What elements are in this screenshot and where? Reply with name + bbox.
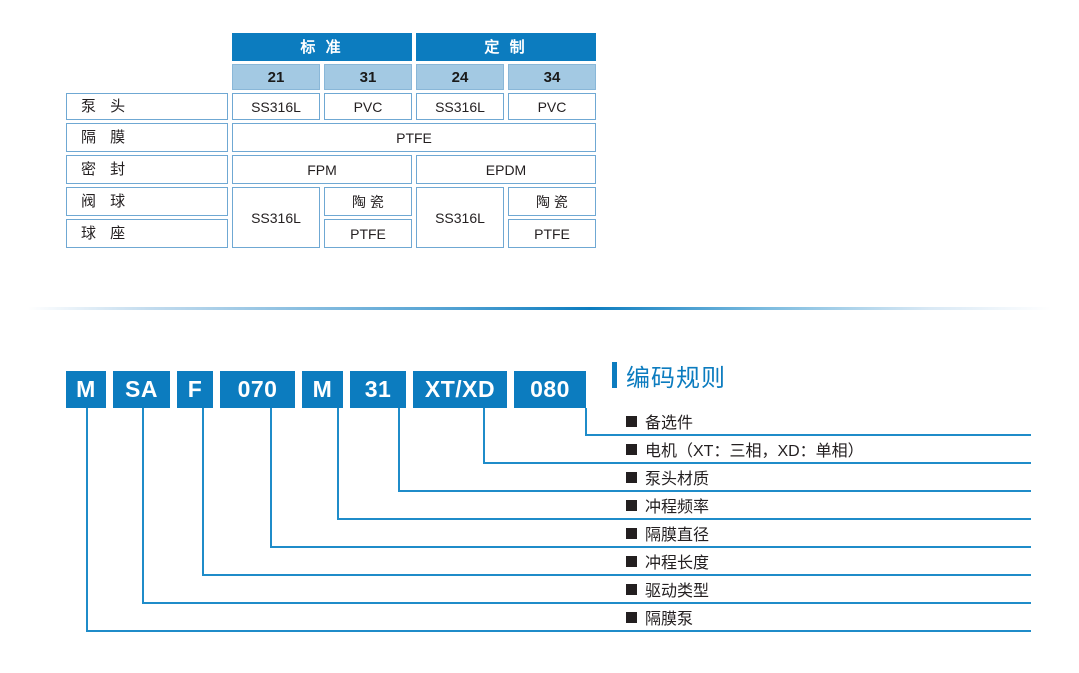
spec-cell-valve-ball-31: 陶 瓷 (324, 187, 412, 216)
legend-label-motor: 电机（XT：三相，XD：单相） (645, 443, 864, 460)
spec-cell-pump-head-31: PVC (324, 93, 412, 120)
spec-cell-seal-standard: FPM (232, 155, 412, 184)
spec-header-group-custom: 定 制 (416, 33, 596, 61)
connector-hline-diaphragm-pump (86, 630, 1031, 632)
connector-hline-pump-head-material (398, 490, 1031, 492)
spec-cell-pump-head-21: SS316L (232, 93, 320, 120)
spec-row-label-diaphragm: 隔 膜 (66, 123, 228, 152)
spec-cell-pump-head-24: SS316L (416, 93, 504, 120)
spec-column-31: 31 (324, 64, 412, 90)
square-bullet-icon (626, 611, 637, 623)
legend-row-diaphragm-diameter: 隔膜直径 (626, 519, 1050, 547)
connector-vline-stroke-length (202, 408, 204, 576)
square-bullet-icon (626, 471, 637, 483)
square-bullet-icon (626, 443, 637, 455)
code-block-stroke-frequency[interactable]: M (302, 371, 343, 408)
legend-row-stroke-frequency: 冲程频率 (626, 491, 1050, 519)
square-bullet-icon (626, 527, 637, 539)
coding-legend-rows: 备选件 电机（XT：三相，XD：单相） 泵头材质 冲程频率 隔膜直径 冲程长度 (626, 407, 1050, 631)
legend-row-pump-head-material: 泵头材质 (626, 463, 1050, 491)
connector-vline-motor (483, 408, 485, 464)
code-block-drive-type[interactable]: SA (113, 371, 170, 408)
spec-table-grid: 标 准 定 制 21 31 24 34 泵 头 SS316L PVC SS316… (66, 33, 596, 248)
spec-row-label-ball-seat: 球 座 (66, 219, 228, 248)
coding-legend: 编码规则 备选件 电机（XT：三相，XD：单相） 泵头材质 冲程频率 隔膜直径 (612, 355, 1052, 628)
square-bullet-icon (626, 415, 637, 427)
spec-column-24: 24 (416, 64, 504, 90)
legend-row-options: 备选件 (626, 407, 1050, 435)
code-block-diaphragm-diameter[interactable]: 070 (220, 371, 295, 408)
coding-title-wrap: 编码规则 (612, 355, 1052, 395)
legend-row-stroke-length: 冲程长度 (626, 547, 1050, 575)
legend-row-drive-type: 驱动类型 (626, 575, 1050, 603)
code-block-diaphragm-pump[interactable]: M (66, 371, 106, 408)
coding-rule-section: M SA F 070 M 31 XT/XD 080 编码规则 (0, 355, 1079, 655)
spec-cell-ball-seat-34: PTFE (508, 219, 596, 248)
code-block-pump-head-material[interactable]: 31 (350, 371, 406, 408)
spec-column-34: 34 (508, 64, 596, 90)
code-block-stroke-length[interactable]: F (177, 371, 213, 408)
connector-hline-stroke-frequency (337, 518, 1031, 520)
connector-vline-pump-head-material (398, 408, 400, 492)
legend-label-drive-type: 驱动类型 (645, 583, 710, 600)
square-bullet-icon (626, 555, 637, 567)
legend-label-pump-head-material: 泵头材质 (645, 471, 710, 488)
spec-cell-valve-ball-24: SS316L (416, 187, 504, 248)
spec-cell-diaphragm-all: PTFE (232, 123, 596, 152)
square-bullet-icon (626, 499, 637, 511)
square-bullet-icon (626, 583, 637, 595)
specification-table: 标 准 定 制 21 31 24 34 泵 头 SS316L PVC SS316… (66, 33, 596, 248)
spec-cell-valve-ball-34: 陶 瓷 (508, 187, 596, 216)
connector-hline-diaphragm-diameter (270, 546, 1031, 548)
spec-header-group-standard: 标 准 (232, 33, 412, 61)
spec-row-label-valve-ball: 阀 球 (66, 187, 228, 216)
spec-row-label-seal: 密 封 (66, 155, 228, 184)
legend-label-options: 备选件 (645, 415, 694, 432)
spec-column-21: 21 (232, 64, 320, 90)
connector-vline-drive-type (142, 408, 144, 604)
connector-hline-stroke-length (202, 574, 1031, 576)
legend-row-diaphragm-pump: 隔膜泵 (626, 603, 1050, 631)
connector-hline-drive-type (142, 602, 1031, 604)
connector-hline-options (585, 434, 1031, 436)
spec-cell-seal-custom: EPDM (416, 155, 596, 184)
connector-hline-motor (483, 462, 1031, 464)
connector-vline-diaphragm-pump (86, 408, 88, 632)
spec-row-label-pump-head: 泵 头 (66, 93, 228, 120)
connector-vline-stroke-frequency (337, 408, 339, 520)
coding-title: 编码规则 (626, 364, 726, 392)
legend-label-diaphragm-diameter: 隔膜直径 (645, 527, 710, 544)
section-divider (28, 307, 1051, 310)
connector-vline-options (585, 408, 587, 436)
code-block-options[interactable]: 080 (514, 371, 586, 408)
model-code-blocks: M SA F 070 M 31 XT/XD 080 (66, 371, 586, 408)
spec-subheader-corner (66, 64, 228, 90)
accent-bar (612, 362, 617, 388)
legend-label-stroke-frequency: 冲程频率 (645, 499, 710, 516)
legend-row-motor: 电机（XT：三相，XD：单相） (626, 435, 1050, 463)
connector-vline-diaphragm-diameter (270, 408, 272, 548)
spec-header-corner (66, 33, 228, 61)
spec-cell-pump-head-34: PVC (508, 93, 596, 120)
legend-label-diaphragm-pump: 隔膜泵 (645, 611, 694, 628)
spec-cell-ball-seat-31: PTFE (324, 219, 412, 248)
code-block-motor[interactable]: XT/XD (413, 371, 507, 408)
spec-cell-valve-ball-21: SS316L (232, 187, 320, 248)
legend-label-stroke-length: 冲程长度 (645, 555, 710, 572)
